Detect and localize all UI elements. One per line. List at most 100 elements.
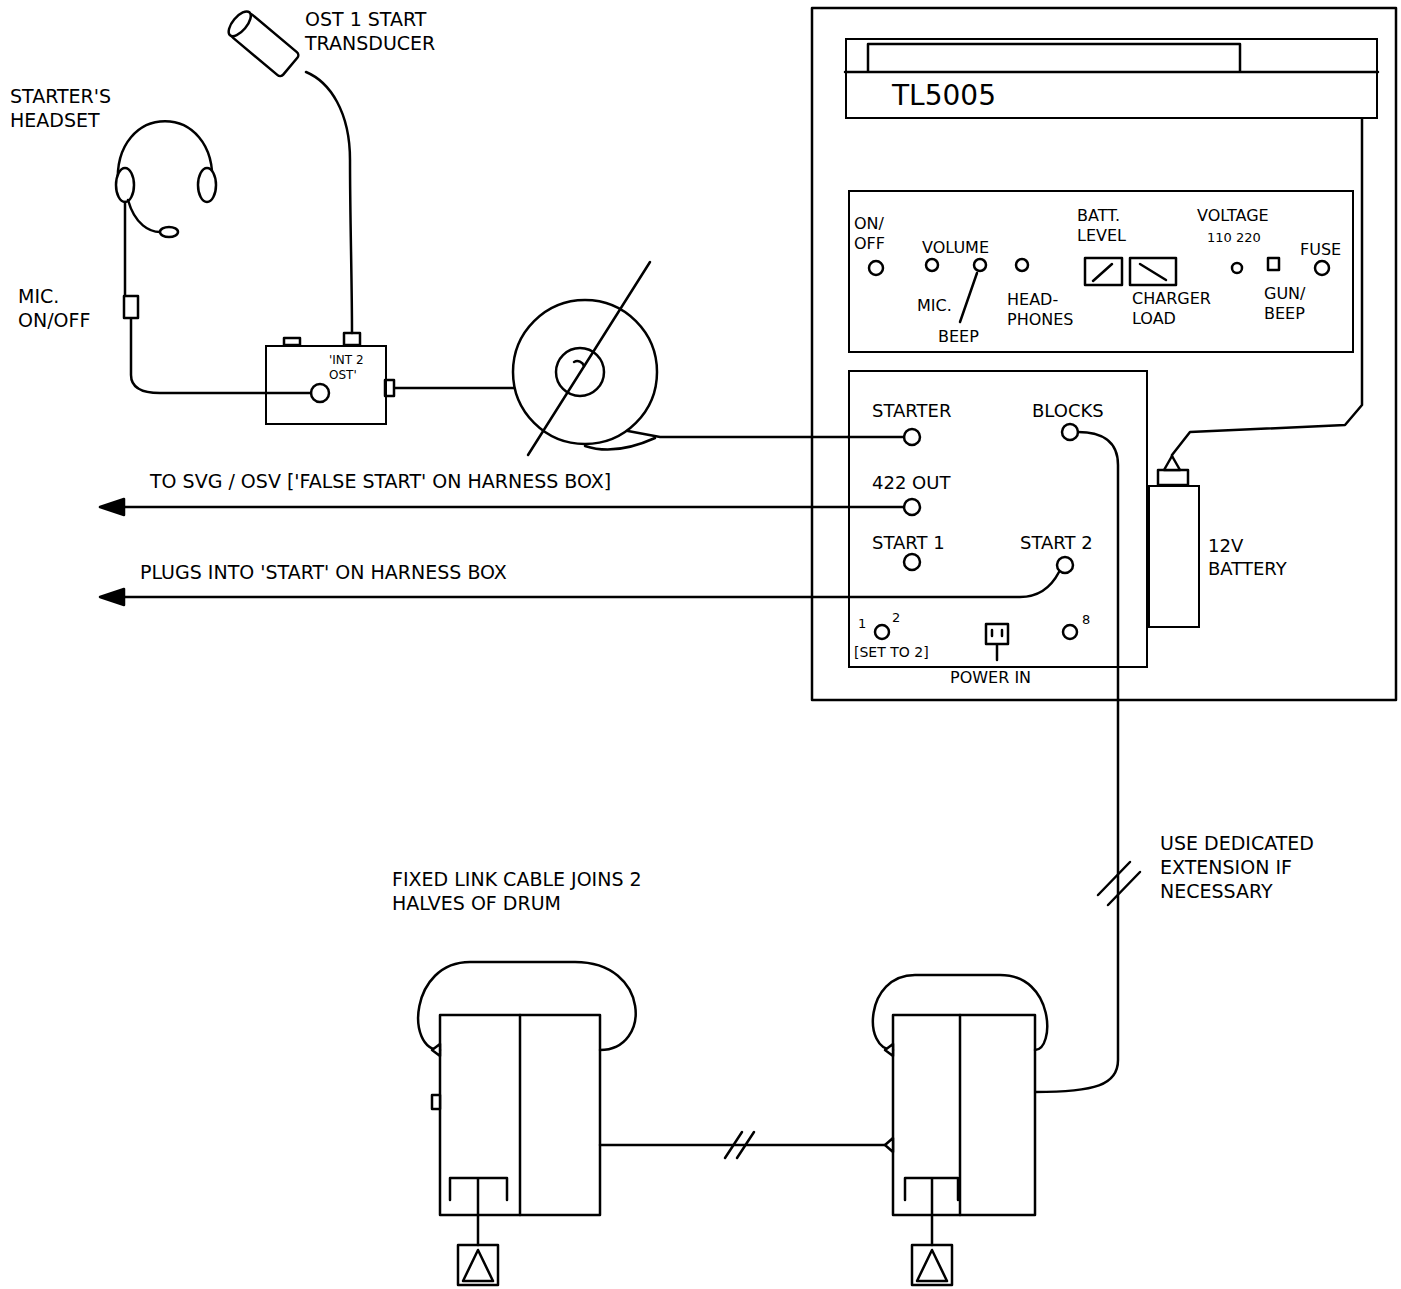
headphones-knob xyxy=(1016,259,1028,271)
power-socket xyxy=(986,624,1008,644)
block-sensor xyxy=(458,1245,498,1285)
earcup xyxy=(198,168,216,202)
panel-label: 422 OUT xyxy=(872,472,950,495)
drum-unit xyxy=(440,1015,600,1215)
socket xyxy=(904,499,920,515)
connector xyxy=(885,1138,893,1152)
note-label: PLUGS INTO 'START' ON HARNESS BOX xyxy=(140,561,507,585)
printer-slot xyxy=(845,44,1378,72)
wire xyxy=(112,506,904,509)
selector-switch xyxy=(875,625,889,639)
panel-label: 12V BATTERY xyxy=(1208,535,1300,580)
connector xyxy=(432,1095,440,1109)
panel-label: TL5005 xyxy=(892,78,996,113)
block-bracket xyxy=(905,1178,958,1245)
earcup xyxy=(116,168,134,202)
note-label: FIXED LINK CABLE JOINS 2 HALVES OF DRUM xyxy=(392,868,692,916)
charger-meter xyxy=(1130,258,1176,285)
panel-label: START 1 xyxy=(872,532,945,555)
power-socket-pins xyxy=(992,630,1002,660)
battery-plug xyxy=(1164,456,1180,470)
note-label: USE DEDICATED EXTENSION IF NECESSARY xyxy=(1160,832,1390,903)
battery-terminal xyxy=(1158,470,1188,485)
socket xyxy=(1062,424,1078,440)
microphone xyxy=(160,227,178,237)
reel-stand xyxy=(528,262,650,455)
device-box: TL5005 xyxy=(845,38,1378,119)
panel-label: 1 xyxy=(858,616,866,632)
block-bracket xyxy=(450,1178,507,1245)
note-label: MIC. ON/OFF xyxy=(18,285,113,333)
transducer-mouth xyxy=(225,8,255,40)
arrowhead xyxy=(100,499,124,515)
leader-line xyxy=(960,273,977,322)
start-transducer xyxy=(225,8,300,78)
fixed-link-cable xyxy=(418,962,636,1050)
battery-meter xyxy=(1085,258,1122,285)
box-tab xyxy=(284,338,300,345)
headset-cable xyxy=(125,202,311,393)
selector-switch xyxy=(1063,625,1077,639)
drum-link-cable xyxy=(600,1144,885,1147)
drum-unit xyxy=(893,1015,1035,1215)
device-box: STARTER BLOCKS 422 OUT START 1 START 2 1 2 [SET… xyxy=(848,370,1148,668)
panel-label: GUN/ BEEP xyxy=(1264,284,1316,324)
ost-plug xyxy=(344,333,360,345)
block-sensor xyxy=(912,1245,952,1285)
sensor-mark xyxy=(463,1250,493,1281)
transducer-cable xyxy=(306,72,352,333)
socket xyxy=(904,429,920,445)
panel-label: STARTER xyxy=(872,400,951,423)
panel-label: START 2 xyxy=(1020,532,1093,555)
socket xyxy=(904,554,920,570)
gun-beep-switch xyxy=(1268,258,1279,270)
panel-label: 110 220 xyxy=(1207,230,1261,246)
cable-reel xyxy=(513,300,657,444)
panel-label: ON/ OFF xyxy=(854,214,896,254)
edge-group xyxy=(387,119,1362,485)
meter-needle xyxy=(1093,264,1112,281)
connector xyxy=(432,1044,440,1056)
panel-label: VOLUME xyxy=(922,238,989,258)
device-box: 12V BATTERY xyxy=(1148,485,1200,628)
fixed-link-cable xyxy=(873,975,1047,1050)
wire xyxy=(848,436,904,439)
panel-label: BLOCKS xyxy=(1032,400,1104,423)
mic-boom xyxy=(128,200,160,232)
panel-label: 8 xyxy=(1082,612,1090,628)
panel-label: [SET TO 2] xyxy=(854,644,929,662)
panel-label: HEAD- PHONES xyxy=(1007,290,1081,330)
meter-needle xyxy=(1140,264,1166,280)
beep-knob xyxy=(974,259,986,271)
device-box: 'INT 2 OST' xyxy=(265,345,387,425)
mic-switch xyxy=(124,296,138,318)
fuse-holder xyxy=(1315,261,1329,275)
panel-label: FUSE xyxy=(1300,240,1341,260)
sensor-mark xyxy=(917,1250,947,1281)
panel-label: BATT. LEVEL xyxy=(1077,206,1137,246)
reel-stand xyxy=(585,438,655,450)
reel-hub-mark xyxy=(574,361,584,366)
panel-label: MIC. xyxy=(917,296,952,316)
headset-socket xyxy=(311,384,329,402)
break-mark xyxy=(725,1132,754,1158)
panel-label: 2 xyxy=(892,610,900,626)
arrowhead xyxy=(100,589,124,605)
device-box: ON/ OFF VOLUME MIC. BEEP HEAD- PHONES BATT. L… xyxy=(848,190,1354,353)
socket xyxy=(1057,557,1073,573)
panel-label: BEEP xyxy=(938,327,979,347)
panel-label: 'INT 2 OST' xyxy=(329,353,381,383)
note-label: OST 1 START TRANSDUCER xyxy=(305,8,505,56)
note-label: POWER IN xyxy=(950,668,1031,688)
panel-label: VOLTAGE xyxy=(1197,206,1269,226)
connector xyxy=(885,1044,893,1056)
mic-knob xyxy=(926,259,938,271)
voltage-selector xyxy=(1232,263,1242,273)
note-label: STARTER'S HEADSET xyxy=(10,85,140,133)
on-off-switch xyxy=(869,261,883,275)
wire xyxy=(1035,432,1118,1092)
drum-divider xyxy=(519,1015,522,1215)
panel-label: CHARGER LOAD xyxy=(1132,289,1222,329)
